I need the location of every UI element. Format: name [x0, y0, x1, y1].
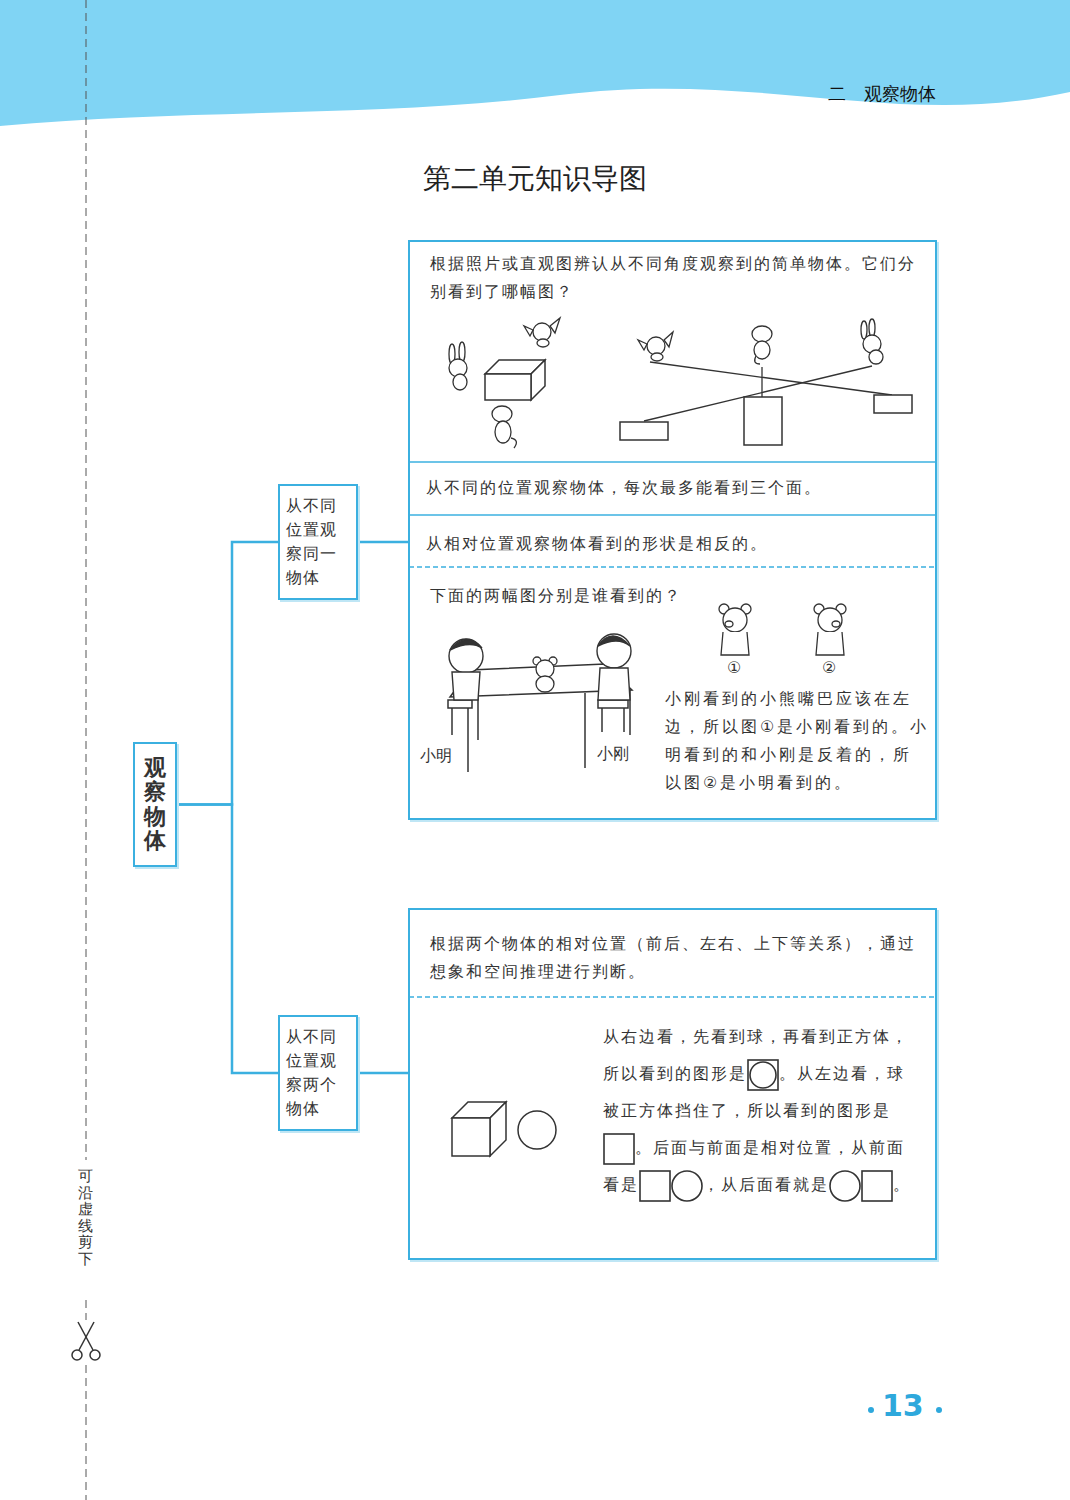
bear-toy	[533, 657, 557, 692]
page-dot	[936, 1407, 942, 1413]
panel-text: 从相对位置观察物体看到的形状是相反的。	[426, 530, 926, 558]
scissors-icon	[72, 1322, 100, 1360]
branch-box: 从不同位置观察同一物体	[278, 484, 358, 600]
panel-divider	[409, 996, 936, 998]
branch-title: 从不同位置观察两个物体	[286, 1025, 350, 1121]
cut-line	[86, 1300, 87, 1320]
panel-text: 下面的两幅图分别是谁看到的？	[430, 582, 930, 610]
cuboid-figure	[485, 360, 545, 400]
rabbit-figure	[449, 342, 467, 390]
panel-divider	[409, 514, 936, 516]
branch-connector	[358, 1072, 408, 1075]
callout-number: ①	[727, 658, 741, 677]
branch-title: 从不同位置观察同一物体	[286, 494, 350, 590]
shape-icon	[747, 1059, 779, 1091]
panel-divider	[409, 566, 936, 568]
page-dot	[868, 1407, 874, 1413]
person-name: 小刚	[597, 744, 629, 765]
header-label: 二 观察物体	[828, 82, 936, 106]
cut-line	[86, 1365, 87, 1500]
bird-figure	[524, 318, 560, 347]
root-box: 观察物体	[133, 742, 177, 867]
shape-icon	[829, 1170, 893, 1202]
branch-connector	[177, 805, 278, 1074]
boy-xiaoming	[449, 639, 483, 700]
cube-and-ball	[452, 1102, 556, 1156]
panel-text: 根据两个物体的相对位置（前后、左右、上下等关系），通过想象和空间推理进行判断。	[430, 930, 925, 986]
explanation-text: 。	[893, 1175, 911, 1194]
view-shapes	[620, 395, 912, 445]
callout-number: ②	[822, 658, 836, 677]
shape-icon	[603, 1133, 635, 1165]
branch-box: 从不同位置观察两个物体	[278, 1015, 358, 1131]
rabbit-figure	[861, 319, 883, 364]
cat-figure	[492, 406, 516, 448]
flow-paragraph: 从右边看，先看到球，再看到正方体，所以看到的图形是。从左边看，球被正方体挡住了，…	[603, 1018, 918, 1203]
panel-text: 根据照片或直观图辨认从不同角度观察到的简单物体。它们分别看到了哪幅图？	[430, 250, 930, 306]
cut-hint: 可沿虚线剪下	[78, 1168, 93, 1267]
table-scene	[448, 664, 632, 772]
panel-divider	[409, 461, 936, 463]
shape-icon	[639, 1170, 703, 1202]
diagram-title: 第二单元知识导图	[0, 160, 1070, 198]
bird-figure	[638, 332, 673, 361]
explanation-text: ，从后面看就是	[703, 1175, 829, 1194]
cut-line	[86, 0, 87, 1160]
content-panel: 根据照片或直观图辨认从不同角度观察到的简单物体。它们分别看到了哪幅图？ 从不同的位…	[408, 240, 937, 820]
root-title: 观察物体	[144, 756, 166, 853]
bear-view-1	[719, 604, 751, 655]
page-number: 13	[882, 1388, 924, 1423]
person-name: 小明	[420, 746, 452, 767]
branch-connector	[358, 541, 408, 544]
header-wave	[0, 0, 1070, 126]
content-panel: 从右边看，先看到球，再看到正方体，所以看到的图形是。从左边看，球被正方体挡住了，…	[408, 908, 937, 1260]
bear-view-2	[814, 604, 846, 655]
cat-figure	[752, 326, 772, 364]
boy-xiaogang	[597, 634, 631, 700]
panel-text: 小刚看到的小熊嘴巴应该在左边，所以图①是小刚看到的。小明看到的和小刚是反着的，所…	[665, 685, 930, 797]
panel-text: 从不同的位置观察物体，每次最多能看到三个面。	[426, 474, 926, 502]
branch-connector	[177, 542, 278, 805]
